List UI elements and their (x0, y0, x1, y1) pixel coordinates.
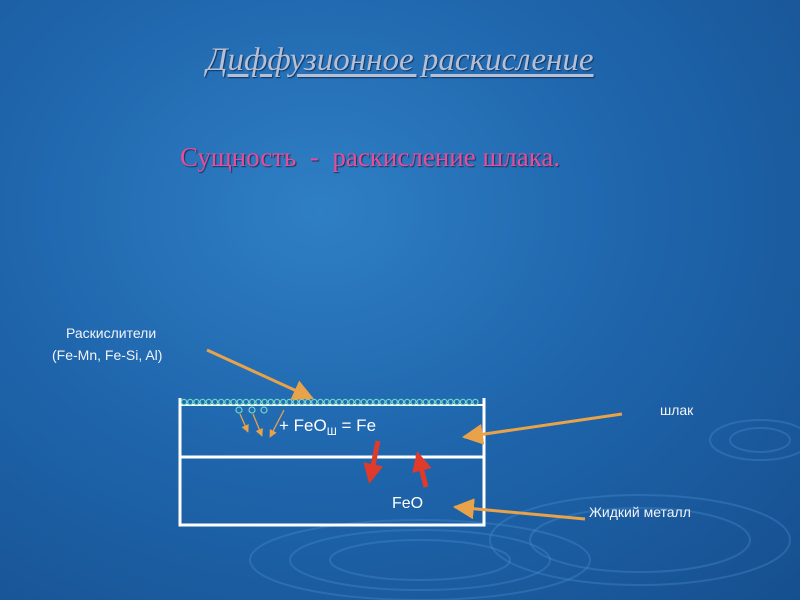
feo-up-arrow (412, 451, 432, 488)
deoxidizer-particle (193, 398, 200, 406)
particle-drift-arrows (239, 409, 285, 438)
deoxidizer-particle (428, 398, 436, 406)
deoxidizer-particle (397, 398, 405, 406)
deoxidizer-particle (180, 398, 188, 406)
deoxidizer-particle (255, 398, 262, 406)
deoxidizer-particle (224, 398, 231, 406)
deoxidizer-particle (273, 398, 281, 406)
deoxidizer-particle (366, 398, 374, 406)
slag-pointer-arrow (461, 412, 623, 445)
deoxidizer-particle (434, 398, 442, 406)
deoxidizer-particle (403, 398, 411, 406)
slide-title: Диффузионное раскисление (206, 42, 594, 78)
deoxidizer-particle (360, 398, 368, 406)
deoxidizer-particles (180, 398, 479, 406)
deoxidizer-particle (242, 398, 250, 406)
deoxidizer-particle (372, 398, 380, 406)
deoxidizer-particle (335, 398, 343, 406)
deoxidizer-particle (391, 398, 399, 406)
deoxidizer-particle (304, 398, 312, 406)
deoxidizer-particle (292, 398, 299, 406)
deoxidizer-particle (248, 398, 256, 406)
deoxidizer-particle (447, 398, 454, 406)
deoxidizer-particle (453, 398, 461, 406)
deoxidizer-particle (329, 398, 337, 406)
deoxidizer-particle (354, 398, 361, 406)
deoxidizer-particle (379, 398, 386, 406)
deoxidizer-particle (441, 398, 448, 406)
deoxidizer-particle (186, 398, 194, 406)
deoxidizer-particle (217, 398, 225, 406)
deoxidizer-particle (267, 398, 275, 406)
deoxidizer-particle (472, 398, 479, 406)
deoxidizer-particle (279, 398, 287, 406)
deoxidizer-particle (205, 398, 213, 406)
vessel-outline (178, 398, 486, 527)
deoxidizer-particle (230, 398, 237, 406)
deoxidizers-label: Раскислители (66, 325, 157, 341)
deoxidizer-particle (341, 398, 349, 406)
deoxidizer-particle (199, 398, 206, 406)
deoxidizer-particle (410, 398, 417, 406)
deoxidizer-particle (385, 398, 392, 406)
deoxidizers-formula-label: (Fe-Mn, Fe-Si, Al) (52, 347, 163, 363)
dissolving-particles (235, 406, 268, 414)
slide-subtitle: Сущность - раскисление шлака. (180, 142, 561, 172)
deoxidizer-particle (422, 398, 430, 406)
deoxidizer-particle (310, 398, 318, 406)
deoxidizer-particle (317, 398, 324, 406)
liquid-metal-label: Жидкий металл (589, 504, 691, 520)
deoxidizer-particle (459, 398, 467, 406)
deoxidizer-particle (416, 398, 423, 406)
deoxidizer-particle (323, 398, 330, 406)
deoxidizer-particle (298, 398, 306, 406)
deoxidizer-particle (211, 398, 219, 406)
metal-pointer-arrow (452, 498, 586, 521)
slag-reaction-equation: + FeOШ = Fe (279, 416, 377, 438)
fe-down-arrow (363, 440, 384, 484)
metal-feo-label: FeO (392, 495, 424, 512)
deoxidizer-particle (465, 398, 473, 406)
deoxidizer-particle (261, 398, 268, 406)
deoxidizers-pointer-arrow (206, 348, 314, 400)
deoxidizer-particle (348, 398, 355, 406)
slag-label: шлак (660, 402, 694, 418)
deoxidizer-particle (236, 398, 244, 406)
deoxidizer-particle (286, 398, 293, 406)
